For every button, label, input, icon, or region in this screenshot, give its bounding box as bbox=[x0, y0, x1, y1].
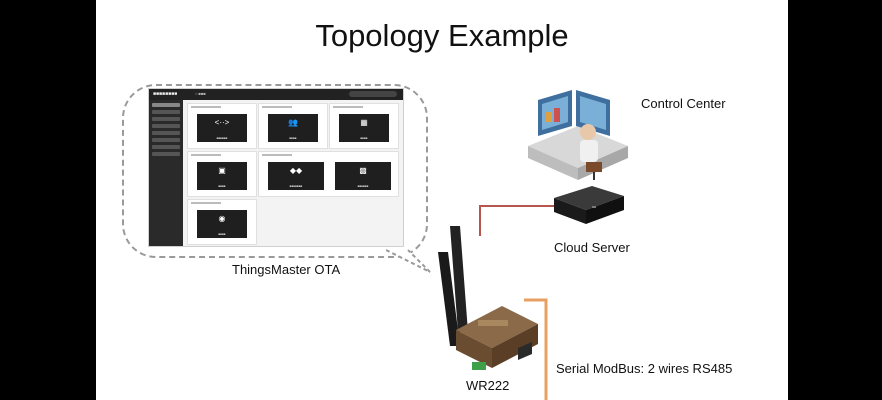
thingsmaster-ota-label: ThingsMaster OTA bbox=[232, 262, 341, 277]
sidebar-item bbox=[152, 145, 180, 149]
dashboard-tile: <··>■■■■■■ bbox=[197, 114, 247, 142]
dashboard-tile: ▩■■■■■■ bbox=[335, 162, 391, 190]
sidebar-item bbox=[152, 131, 180, 135]
dashboard-tile: ▣■■■■ bbox=[197, 162, 247, 190]
sidebar-item bbox=[152, 103, 180, 107]
dashboard-tile: ◉■■■■ bbox=[197, 210, 247, 238]
server-box-icon bbox=[554, 186, 624, 224]
connection-lines bbox=[479, 205, 554, 400]
cloud-link-line bbox=[479, 205, 554, 236]
thingsmaster-app-screenshot: ■■■■■■■■ ⌂ ■■■ <··>■■■■■■ bbox=[148, 88, 404, 247]
dashboard-tile: 👥■■■■ bbox=[268, 114, 318, 142]
sidebar-item bbox=[152, 138, 180, 142]
app-breadcrumb: ⌂ ■■■ bbox=[195, 91, 206, 96]
operator-workstation-icon bbox=[528, 90, 628, 180]
dashboard-card: ▣■■■■ bbox=[187, 151, 257, 197]
sidebar-item bbox=[152, 124, 180, 128]
cloud-server-label: Cloud Server bbox=[554, 240, 630, 255]
app-sidebar bbox=[149, 100, 183, 246]
dashboard-card: <··>■■■■■■ bbox=[187, 103, 257, 149]
dashboard-card: 👥■■■■ bbox=[258, 103, 328, 149]
dashboard-card: ◉■■■■ bbox=[187, 199, 257, 245]
sidebar-item bbox=[152, 110, 180, 114]
grid-icon: ◆◆ bbox=[289, 166, 303, 175]
slide: Topology Example ■■■■■■■■ ⌂ ■■■ bbox=[96, 0, 788, 400]
sidebar-item bbox=[152, 152, 180, 156]
app-topbar: ■■■■■■■■ ⌂ ■■■ bbox=[149, 89, 403, 100]
users-icon: 👥 bbox=[288, 118, 298, 127]
serial-link-line bbox=[524, 298, 548, 400]
callout-tail bbox=[386, 249, 431, 273]
sidebar-item bbox=[152, 117, 180, 121]
wr222-label: WR222 bbox=[466, 378, 510, 393]
control-center-label: Control Center bbox=[641, 96, 726, 111]
dashboard-card: ◆◆■■■■■■■ ▩■■■■■■ bbox=[258, 151, 399, 197]
grid-icon: ▩ bbox=[359, 166, 367, 175]
slide-title: Topology Example bbox=[315, 18, 569, 53]
app-dashboard: <··>■■■■■■ 👥■■■■ ▦■■■■ ▣■■■■ ◆◆■■■■■■■ bbox=[185, 103, 399, 245]
serial-modbus-label: Serial ModBus: 2 wires RS485 bbox=[556, 361, 733, 376]
app-brand-logo: ■■■■■■■■ bbox=[153, 91, 178, 97]
arrows-icon: <··> bbox=[214, 118, 230, 127]
wr222-router-icon bbox=[438, 226, 538, 370]
dashboard-tile: ◆◆■■■■■■■ bbox=[268, 162, 324, 190]
app-user-chip bbox=[349, 91, 397, 97]
chip-icon: ▣ bbox=[218, 166, 226, 175]
signal-icon: ◉ bbox=[218, 214, 226, 223]
dashboard-card: ▦■■■■ bbox=[329, 103, 399, 149]
building-icon: ▦ bbox=[360, 118, 368, 127]
dashboard-tile: ▦■■■■ bbox=[339, 114, 389, 142]
